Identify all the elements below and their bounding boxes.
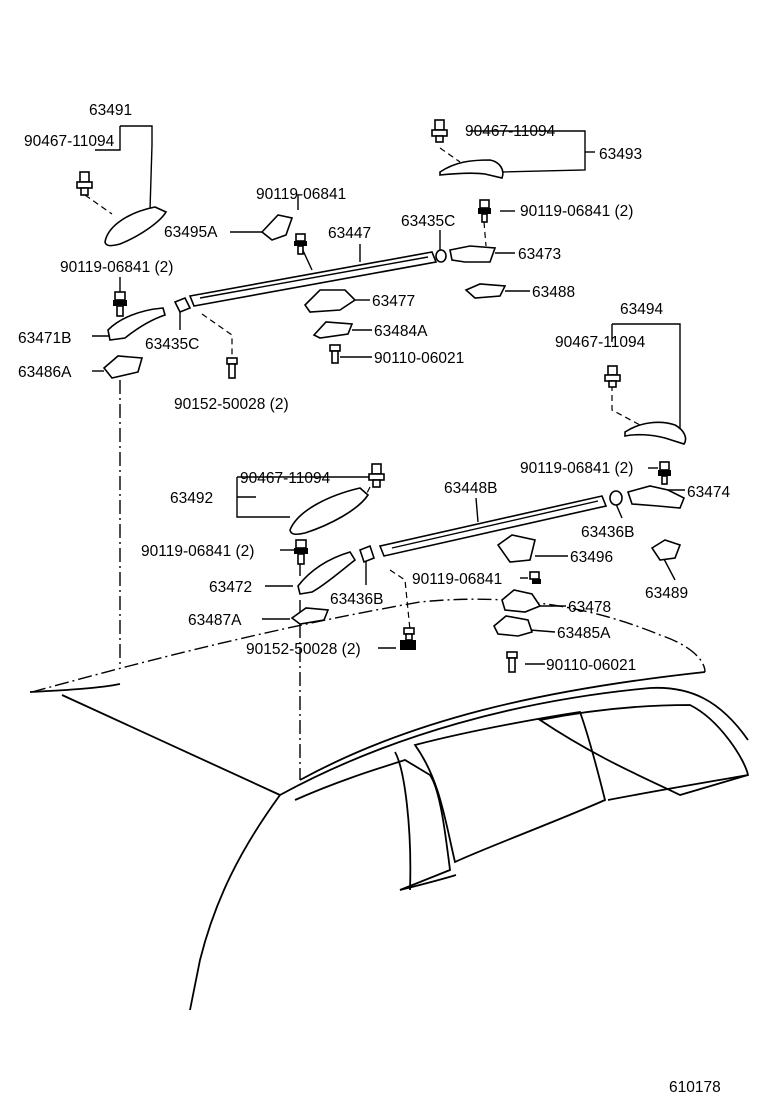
- part-63477: [303, 289, 357, 313]
- label-90110-06021-b: 90110-06021: [546, 657, 636, 674]
- part-63473: [449, 245, 497, 263]
- part-63478: [501, 589, 542, 613]
- label-90119-06841-a: 90119-06841: [256, 186, 346, 203]
- part-63448B-rail: [378, 495, 608, 557]
- label-63491: 63491: [89, 102, 132, 119]
- label-63478: 63478: [568, 599, 611, 616]
- label-63436B-left: 63436B: [330, 591, 383, 608]
- label-90467-11094-b: 90467-11094: [465, 123, 556, 140]
- label-63474: 63474: [687, 484, 730, 501]
- label-90119-06841-f: 90119-06841: [412, 571, 502, 588]
- label-90119-06841-c: 90119-06841 (2): [60, 259, 173, 276]
- part-63496: [496, 534, 536, 563]
- part-63472: [297, 551, 357, 595]
- label-63494: 63494: [620, 301, 663, 318]
- part-63436B-left: [359, 544, 375, 564]
- part-63485A: [493, 615, 534, 637]
- part-63484A: [312, 321, 354, 339]
- car-body-outline: [29, 598, 750, 1011]
- label-63473: 63473: [518, 246, 561, 263]
- part-63487A: [290, 607, 330, 625]
- part-63486A: [102, 355, 144, 379]
- label-63496: 63496: [570, 549, 613, 566]
- part-63494-cover: [624, 421, 687, 445]
- label-90119-06841-b: 90119-06841 (2): [520, 203, 633, 220]
- part-63489: [650, 539, 682, 561]
- label-63487A: 63487A: [188, 612, 242, 629]
- screw-90467-lower: [368, 463, 385, 488]
- label-63435C-top: 63435C: [401, 213, 455, 230]
- label-90152-50028-a: 90152-50028 (2): [174, 396, 289, 413]
- label-90467-11094-a: 90467-11094: [24, 133, 115, 150]
- part-63492-cover: [289, 487, 370, 536]
- part-63474: [626, 485, 686, 509]
- label-63488: 63488: [532, 284, 575, 301]
- label-90110-06021-a: 90110-06021: [374, 350, 464, 367]
- bolt-90119-lower-left: [294, 539, 308, 565]
- part-labels: 63491 90467-11094 90467-11094 63493 9011…: [18, 102, 730, 1096]
- part-63436B-right: [609, 490, 623, 506]
- label-63492: 63492: [170, 490, 213, 507]
- label-63436B-right: 63436B: [581, 524, 634, 541]
- leader-lines: [84, 125, 685, 780]
- bolt-90152-upper: [226, 357, 238, 379]
- part-63495A: [260, 214, 294, 241]
- bolt-90119-centre: [529, 571, 541, 584]
- bolt-90119-top-centre: [294, 233, 307, 255]
- part-63447-rail: [188, 251, 438, 307]
- label-63471B: 63471B: [18, 330, 71, 347]
- part-63488: [464, 283, 507, 299]
- label-63489: 63489: [645, 585, 688, 602]
- screw-90467-right: [604, 365, 621, 388]
- part-63435C-lower: [173, 296, 192, 314]
- label-90119-06841-e: 90119-06841 (2): [141, 543, 254, 560]
- part-63493-cover: [439, 159, 504, 179]
- label-63477: 63477: [372, 293, 415, 310]
- label-63486A: 63486A: [18, 364, 72, 381]
- label-90152-50028-b: 90152-50028 (2): [246, 641, 361, 658]
- screw-90467-top-right: [431, 119, 448, 143]
- label-63485A: 63485A: [557, 625, 611, 642]
- parts: [76, 119, 687, 673]
- label-90467-11094-c: 90467-11094: [555, 334, 646, 351]
- label-63493: 63493: [599, 146, 642, 163]
- label-63484A: 63484A: [374, 323, 428, 340]
- label-63448B: 63448B: [444, 480, 497, 497]
- screw-90467-upper-left: [76, 171, 93, 196]
- label-63447: 63447: [328, 225, 371, 242]
- bolt-90152-lower: [400, 627, 416, 650]
- bolt-90110-upper: [329, 344, 341, 364]
- diagram-id: 610178: [669, 1079, 721, 1096]
- label-90467-11094-d: 90467-11094: [240, 470, 331, 487]
- label-90119-06841-d: 90119-06841 (2): [520, 460, 633, 477]
- bolt-90119-left: [113, 291, 127, 317]
- bolt-90119-upper-right: [478, 199, 491, 223]
- part-63471B: [107, 307, 166, 341]
- label-63495A: 63495A: [164, 224, 218, 241]
- part-63435C-top: [435, 249, 447, 263]
- label-63435C-bottom: 63435C: [145, 336, 199, 353]
- bolt-90119-lower-right: [658, 461, 671, 485]
- bolt-90110-lower: [506, 651, 518, 673]
- part-63491-cover: [104, 206, 168, 247]
- label-63472: 63472: [209, 579, 252, 596]
